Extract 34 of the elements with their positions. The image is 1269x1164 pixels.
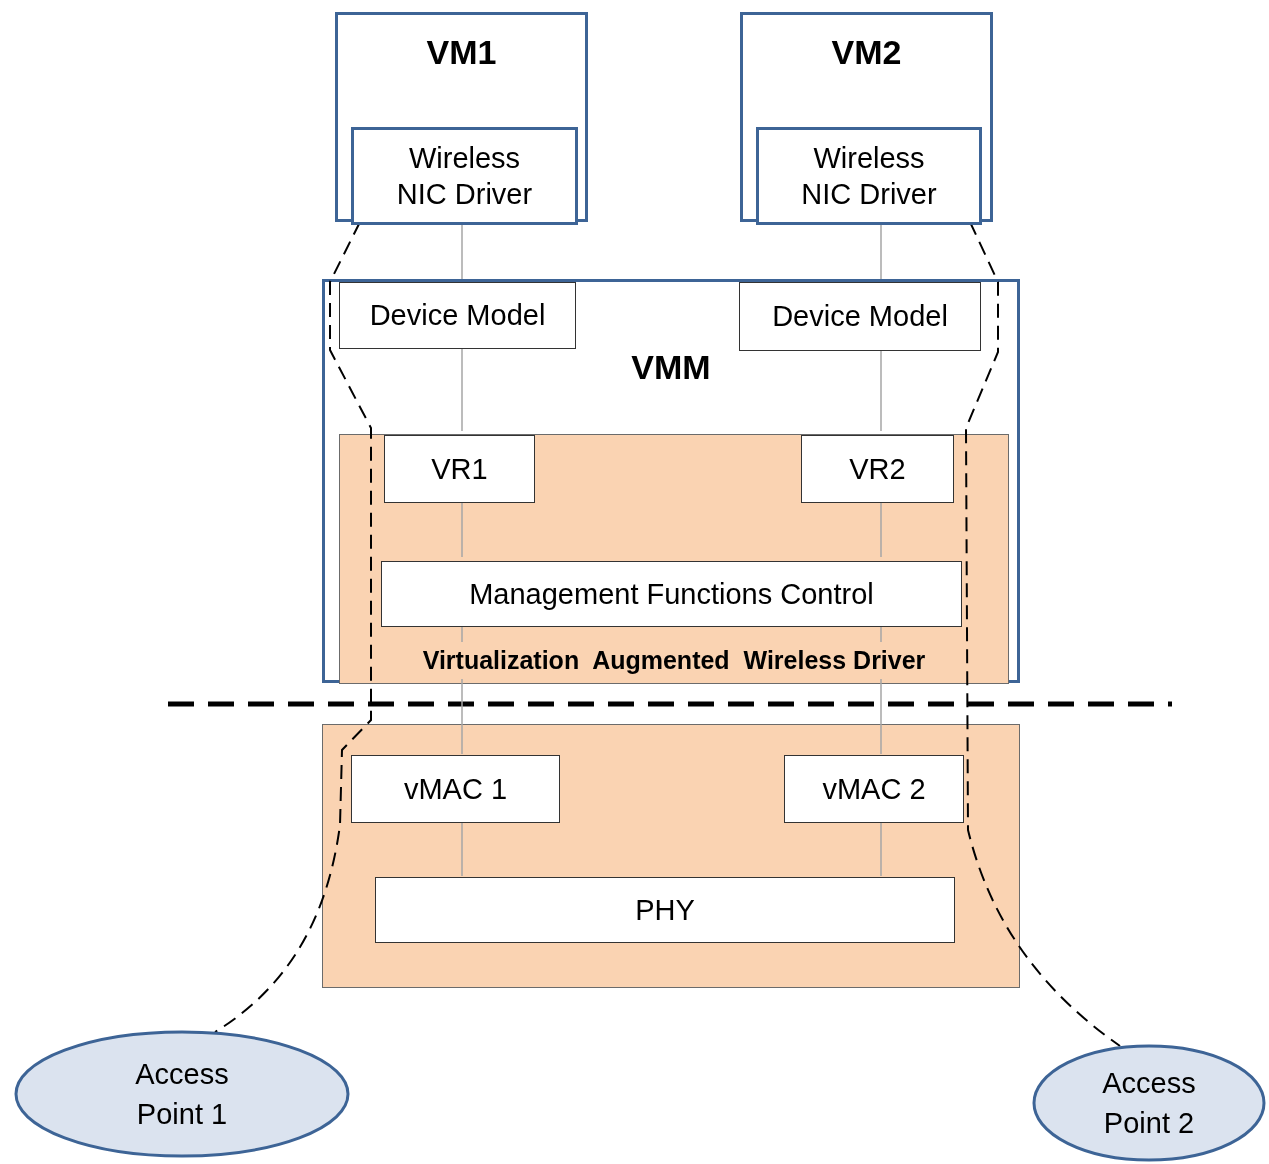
node-label: VMM [631, 347, 711, 388]
node-label: Access Point 2 [1101, 1066, 1197, 1141]
node-label: Wireless NIC Driver [800, 141, 938, 212]
connector-line [880, 821, 882, 877]
vm-box [740, 12, 993, 222]
device-model-box [739, 282, 981, 351]
node-label: Device Model [772, 299, 948, 335]
driver-box [351, 127, 578, 225]
vr-box [801, 435, 954, 503]
node-label: vMAC 1 [403, 771, 508, 807]
node-label: Device Model [369, 298, 546, 334]
vmm-box [322, 279, 1020, 683]
access-point-ellipse [1032, 1044, 1266, 1162]
driver-band [339, 434, 1009, 684]
node-label: Management Functions Control [469, 576, 874, 612]
vmac-box [784, 755, 964, 823]
access-point-ellipse [14, 1030, 350, 1158]
vr-box [384, 435, 535, 503]
connector-line [461, 821, 463, 877]
node-label: VM1 [426, 32, 497, 73]
phy-box [375, 877, 955, 943]
control-box [381, 561, 962, 627]
node-label: VR2 [849, 451, 906, 487]
node-label: PHY [635, 892, 695, 928]
driver-box [756, 127, 982, 225]
vm-box [335, 12, 588, 222]
hardware-box [322, 724, 1020, 988]
node-label: vMAC 2 [822, 771, 926, 807]
vmac-box [351, 755, 560, 823]
node-label: VM2 [831, 32, 902, 73]
device-model-box [339, 282, 576, 349]
node-label: VR1 [431, 451, 488, 487]
node-label: Wireless NIC Driver [395, 141, 534, 212]
node-label: Access Point 1 [134, 1057, 230, 1132]
